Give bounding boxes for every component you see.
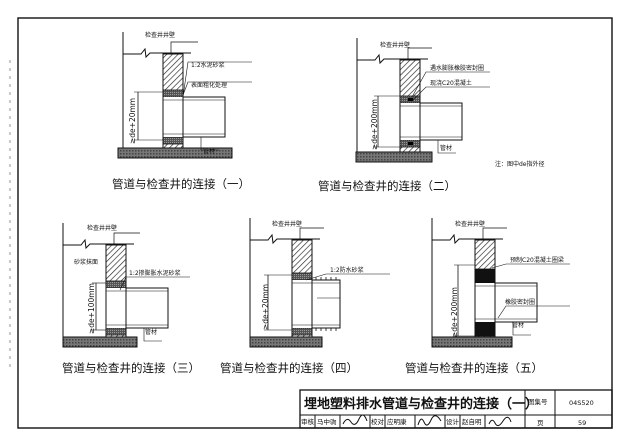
dimension-label: ≥de+200mm [370,99,379,150]
wall-opening [106,288,126,328]
page-number: 59 [578,419,586,427]
leader-line [113,232,140,245]
pipe-label: 管材 [145,328,157,336]
wall-label: 检查井井壁 [380,41,410,49]
wall-label: 检查井井壁 [87,224,117,232]
leader-line [200,137,219,151]
reviewer-signature [342,414,368,425]
seal-ring-label: 橡胶密封圈 [505,298,535,306]
leader-line [143,328,162,342]
base-slab [117,147,233,159]
pipe-label: 管材 [512,321,524,329]
wall-opening [400,103,420,140]
seal-ring [408,98,413,101]
leader-line [497,305,570,319]
checker-name: 应明康 [387,417,407,426]
wall-label: 检查井井壁 [145,31,175,39]
seal-ring [408,142,413,145]
detail-1: 检查井井壁 1:2水泥砂浆 表面粗化处理 管材 ≥de+20mm 管道与检查井的… [112,31,250,191]
leader-line [305,273,390,281]
leader-line [299,227,324,240]
base-slab [355,151,433,163]
break-line [357,53,428,65]
detail-caption: 管道与检查井的连接（三） [62,361,200,375]
ring-beam-label: 预制C20混凝土圈梁 [510,256,564,264]
leader-line [411,86,490,102]
base-slab [62,336,138,348]
drawing-title: 埋地塑料排水管道与检查井的连接（一） [304,396,538,412]
wall-opening [475,283,495,322]
detail-caption: 管道与检查井的连接（二） [318,179,456,193]
pipe [125,287,169,329]
detail-4: 检查井井壁 1:2防水砂浆 ≥de+20mm 管道与检查井的连接（四） [220,220,364,375]
base-slab [249,336,323,348]
seal-bottom [474,321,496,337]
seal-ring-label: 遇水膨胀橡胶密封圈 [430,64,484,72]
designer-signature [488,416,512,427]
checker-signature [417,415,442,426]
designer-name: 赵自明 [462,417,482,426]
seal-top [105,280,127,289]
detail-caption: 管道与检查井的连接（一） [112,177,250,191]
pipe [311,279,341,329]
seal-bottom [105,327,127,336]
detail-caption: 管道与检查井的连接（五） [405,361,543,375]
leader-line [437,140,456,154]
leader-line [182,81,252,96]
atlas-label: 图集号 [528,397,548,406]
roughening-label: 表面粗化处理 [191,81,227,89]
pipe [494,282,538,323]
dimension-label: ≥de+20mm [261,284,270,330]
title-block: 埋地塑料排水管道与检查井的连接（一） 图集号 04S520 审核 马中驹 校对 … [299,389,613,429]
wall-opening [163,97,183,137]
note-text: 注：图中de指外径 [495,160,545,168]
wall-opening [292,280,312,328]
leader-line [482,227,507,240]
pipe-label: 管材 [203,147,215,155]
page-label: 页 [537,419,544,427]
wall-label: 检查井井壁 [455,220,485,228]
design-label: 设计 [446,417,460,426]
detail-3: 检查井井壁 砂浆抹面 1:2掺膨胀水泥砂浆 管材 ≥de+100mm 管道与检查… [62,224,200,375]
concrete-label: 现浇C20混凝土 [430,79,472,87]
mortar-label: 1:2水泥砂浆 [191,61,225,69]
break-line [432,233,503,245]
pipe [419,102,463,141]
dimension-label: ≥de+100mm [87,283,96,334]
waterproof-mortar-label: 1:2防水砂浆 [330,266,364,274]
leader-line [491,263,570,269]
mortar-label: 1:2掺膨胀水泥砂浆 [129,269,181,277]
break-line [63,238,134,250]
leader-line [407,47,432,60]
review-label: 审核 [301,417,315,426]
leader-line [411,71,490,98]
seal-top [162,89,184,98]
break-line [250,233,320,245]
wall-label: 检查井井壁 [272,220,302,228]
dimension-label: ≥de+20mm [128,98,137,144]
detail-5: 检查井井壁 预制C20混凝土圈梁 橡胶密封圈 管材 ≥de+200mm 管道与检… [405,220,564,375]
check-label: 校对 [371,417,385,426]
leader-line [182,61,252,98]
dimension-label: ≥de+200mm [450,287,459,338]
pipe [182,96,226,138]
seal-bottom [162,136,184,145]
leader-line [119,276,190,291]
seal-top [474,268,496,284]
pipe-label: 管材 [440,144,452,152]
base-slab [431,336,513,348]
seal-bottom [291,327,313,336]
detail-caption: 管道与检查井的连接（四） [220,361,358,375]
break-line [123,47,191,59]
detail-2: 检查井井壁 遇水膨胀橡胶密封圈 现浇C20混凝土 管材 ≥de+200mm 注：… [318,41,545,193]
reviewer-name: 马中驹 [317,417,337,426]
plaster-label: 砂浆抹面 [74,258,98,266]
leader-line [170,41,198,54]
leader-line [512,322,531,336]
atlas-number: 04S520 [569,399,594,407]
